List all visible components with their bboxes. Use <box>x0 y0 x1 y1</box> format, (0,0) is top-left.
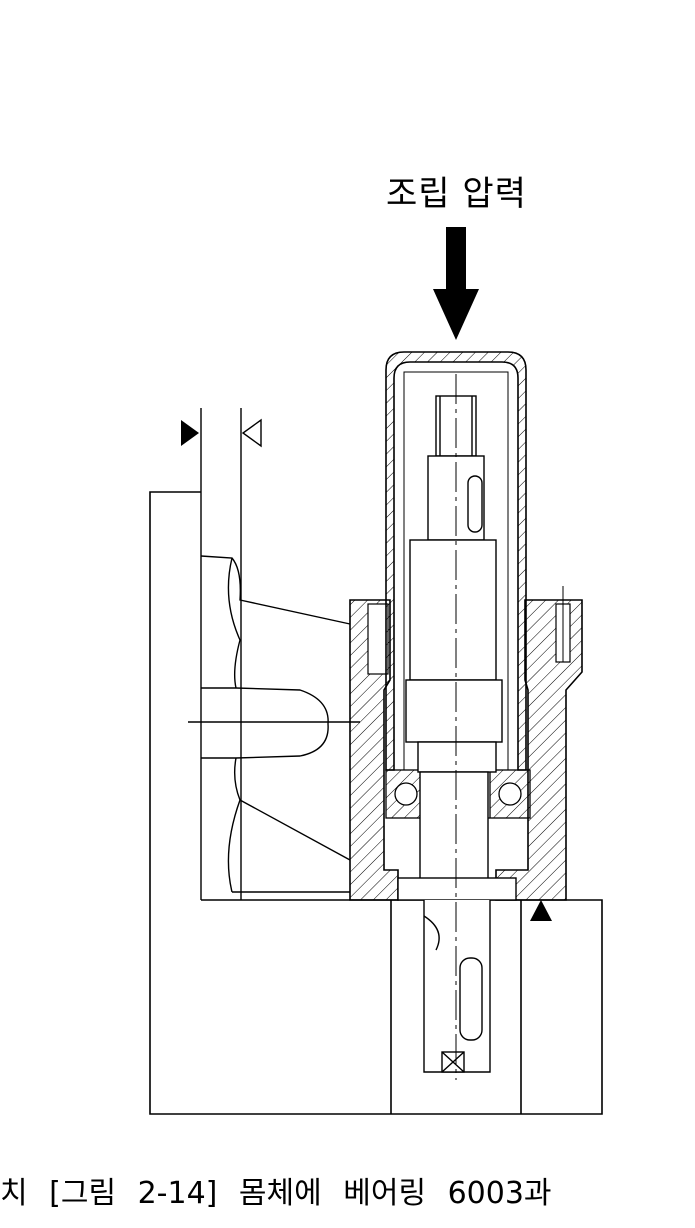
datum-markers <box>181 408 552 921</box>
pulley-profile <box>188 555 360 893</box>
press-arrow <box>433 227 479 340</box>
arrow-label: 조립 압력 <box>386 174 527 214</box>
shaft <box>397 395 517 1073</box>
figure-caption: 치 [그림 2-14] 몸체에 베어링 6003과 <box>0 1176 552 1211</box>
